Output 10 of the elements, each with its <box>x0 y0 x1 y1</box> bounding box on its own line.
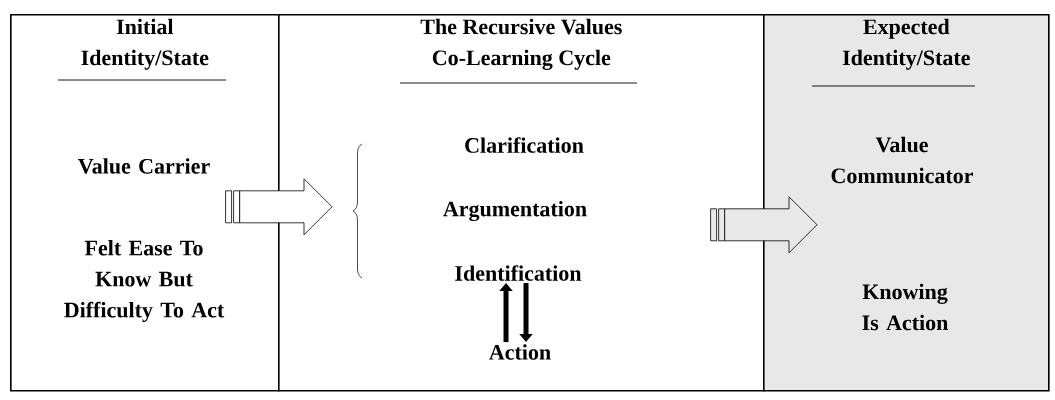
stage-text: Felt Ease To Know But Difficulty To Act <box>64 240 225 322</box>
block-arrow <box>710 196 818 254</box>
stage-text: Value Carrier <box>78 158 210 174</box>
block-arrow <box>225 178 333 236</box>
stage-text: Identification <box>455 265 582 281</box>
stage-text: Argumentation <box>443 200 587 222</box>
stage-text: Knowing Is Action <box>862 283 949 331</box>
stage-text: Action <box>489 344 551 360</box>
stage-text: Clarification <box>465 137 584 153</box>
stage-text: Value Communicator <box>831 136 974 184</box>
